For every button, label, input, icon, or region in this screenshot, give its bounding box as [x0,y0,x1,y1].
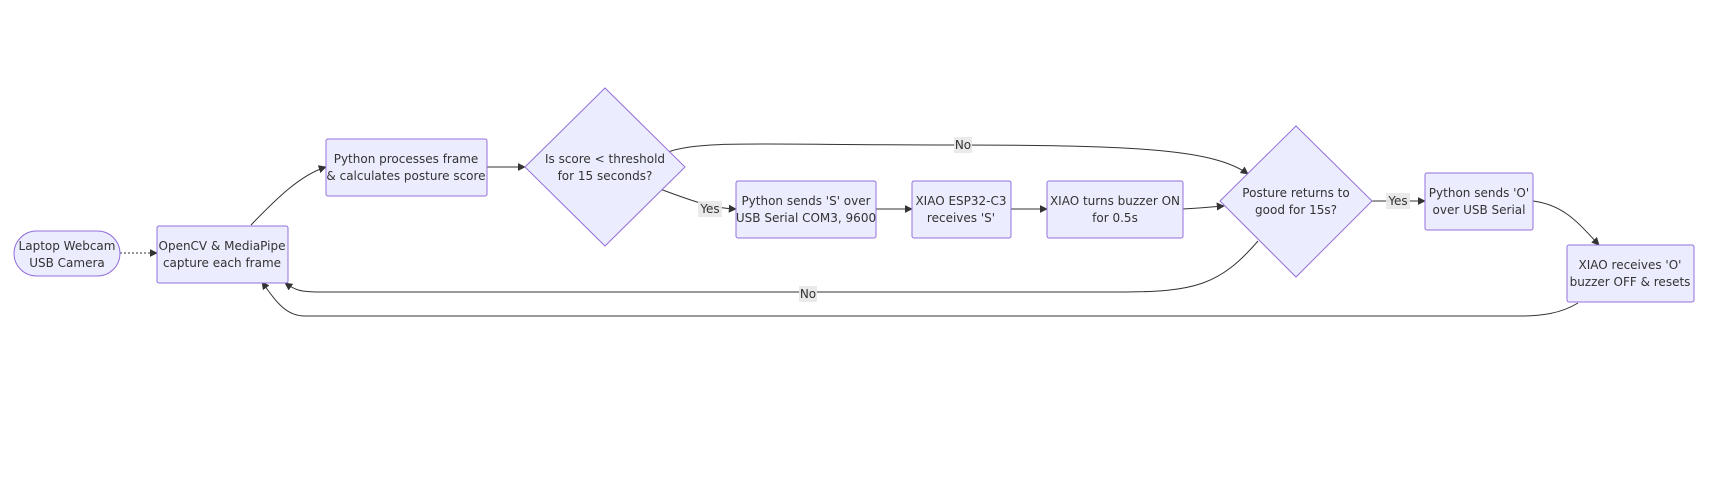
node-label-line: Is score < threshold [545,152,665,166]
edge-label-decision1-no: No [954,137,972,153]
node-label-line: USB Camera [29,256,105,270]
node-xiao-buzzer-on[interactable]: XIAO turns buzzer ON for 0.5s [1046,180,1184,239]
edge-labels: No Yes Yes No [698,137,1410,302]
node-label-line: Python processes frame [334,152,479,166]
node-label-line: capture each frame [163,256,281,270]
node-opencv-capture[interactable]: OpenCV & MediaPipe capture each frame [156,225,289,284]
node-decision-score-threshold[interactable]: Is score < threshold for 15 seconds? [524,87,686,247]
node-xiao-receive-o[interactable]: XIAO receives 'O' buzzer OFF & resets [1566,244,1695,303]
edge-opencv-python [250,165,327,226]
node-laptop-webcam[interactable]: Laptop Webcam USB Camera [13,230,121,277]
edge-label-decision2-no: No [799,286,817,302]
nodes: Laptop Webcam USB Camera OpenCV & MediaP… [13,87,1695,303]
node-xiao-receive-s[interactable]: XIAO ESP32-C3 receives 'S' [911,180,1012,239]
node-label-line: & calculates posture score [326,169,485,183]
node-label-line: XIAO turns buzzer ON [1050,194,1180,208]
edge-label-text: Yes [1387,194,1407,208]
node-label-line: Python sends 'O' [1429,186,1529,200]
edge-label-text: Yes [699,202,719,216]
node-label-line: XIAO receives 'O' [1579,258,1682,272]
node-label-line: OpenCV & MediaPipe [159,239,286,253]
edge-label-text: No [955,138,971,152]
node-label-line: XIAO ESP32-C3 [915,194,1006,208]
node-python-process[interactable]: Python processes frame & calculates post… [325,138,488,197]
edge-sendo-receiveo [1532,200,1600,246]
node-label-line: Posture returns to [1242,186,1349,200]
edge-label-decision2-yes: Yes [1386,193,1410,209]
node-label-line: Laptop Webcam [19,239,116,253]
node-label-line: over USB Serial [1433,203,1526,217]
node-label-line: good for 15s? [1255,203,1337,217]
edge-receiveo-opencv [261,281,1579,317]
edge-label-decision1-yes: Yes [698,201,722,217]
node-label-line: for 15 seconds? [558,169,653,183]
edge-label-text: No [800,287,816,301]
node-decision-posture-good[interactable]: Posture returns to good for 15s? [1219,125,1373,278]
node-label-line: USB Serial COM3, 9600 [736,211,876,225]
node-python-send-s[interactable]: Python sends 'S' over USB Serial COM3, 9… [735,180,877,239]
node-label-line: for 0.5s [1092,211,1138,225]
node-python-send-o[interactable]: Python sends 'O' over USB Serial [1424,172,1534,231]
edge-decision2-opencv-no [284,240,1259,293]
node-label-line: receives 'S' [927,211,995,225]
node-label-line: Python sends 'S' over [741,194,870,208]
node-label-line: buzzer OFF & resets [1570,275,1691,289]
edge-buzzeron-decision2 [1182,202,1225,211]
